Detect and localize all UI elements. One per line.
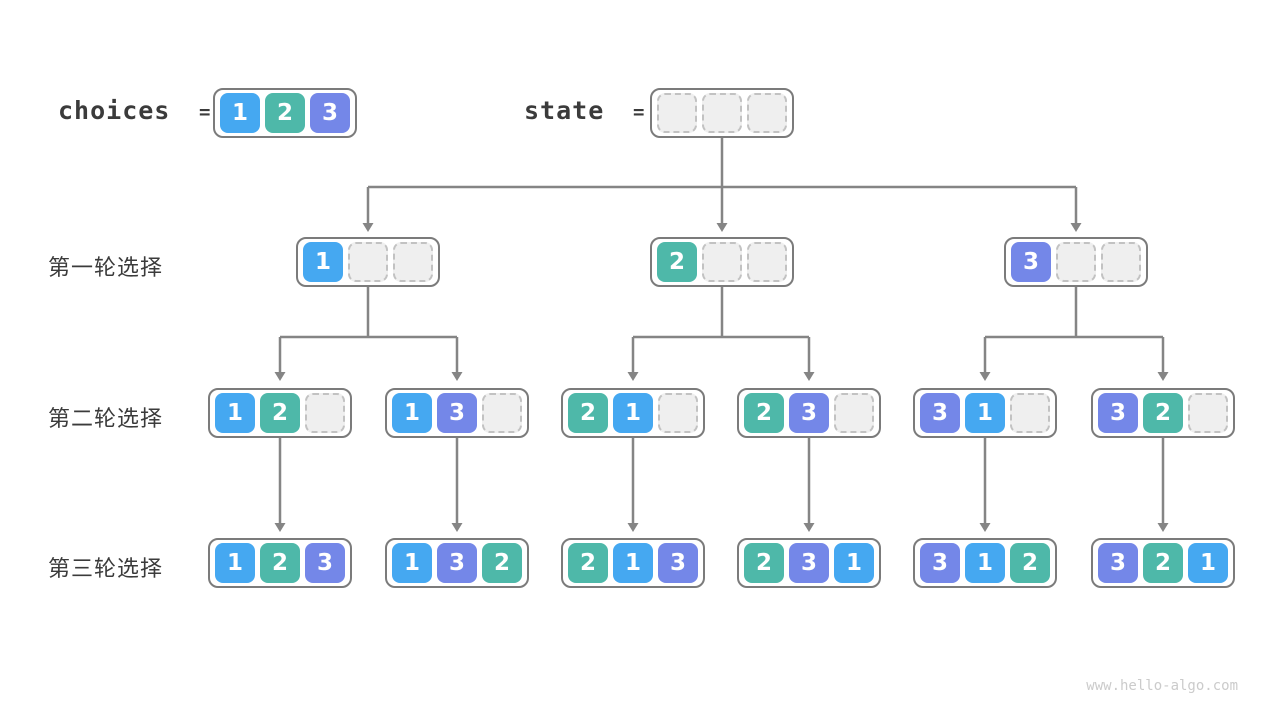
empty-slot <box>658 393 698 433</box>
choice-cell-1: 1 <box>965 393 1005 433</box>
choices-label: choices <box>58 96 171 125</box>
empty-slot <box>702 242 742 282</box>
choices-equals-sign: = <box>199 101 211 123</box>
choice-cell-2: 2 <box>260 393 300 433</box>
round-2-row-label: 第二轮选择 <box>48 406 164 431</box>
empty-slot <box>747 242 787 282</box>
choice-cell-1: 1 <box>392 393 432 433</box>
choice-cell-3: 3 <box>789 543 829 583</box>
choice-cell-1: 1 <box>215 393 255 433</box>
empty-slot <box>702 93 742 133</box>
choice-cell-1: 1 <box>220 93 260 133</box>
choice-cell-2: 2 <box>265 93 305 133</box>
choice-cell-3: 3 <box>437 393 477 433</box>
choice-cell-1: 1 <box>215 543 255 583</box>
state-equals-sign: = <box>633 101 645 123</box>
state-node-round1-1: 1 <box>296 237 440 287</box>
choice-cell-3: 3 <box>658 543 698 583</box>
choice-cell-3: 3 <box>789 393 829 433</box>
empty-slot <box>747 93 787 133</box>
choice-cell-2: 2 <box>744 393 784 433</box>
choice-cell-1: 1 <box>834 543 874 583</box>
choice-cell-1: 1 <box>1188 543 1228 583</box>
choice-cell-2: 2 <box>1143 393 1183 433</box>
choice-cell-1: 1 <box>965 543 1005 583</box>
choice-cell-3: 3 <box>305 543 345 583</box>
choice-cell-1: 1 <box>392 543 432 583</box>
empty-slot <box>1010 393 1050 433</box>
state-label: state <box>524 96 605 125</box>
empty-slot <box>657 93 697 133</box>
choice-cell-3: 3 <box>1011 242 1051 282</box>
choice-cell-2: 2 <box>657 242 697 282</box>
state-node-round1-3: 3 <box>1004 237 1148 287</box>
choice-cell-2: 2 <box>260 543 300 583</box>
choice-cell-1: 1 <box>303 242 343 282</box>
empty-slot <box>305 393 345 433</box>
choice-cell-3: 3 <box>1098 393 1138 433</box>
choice-cell-3: 3 <box>1098 543 1138 583</box>
choice-cell-2: 2 <box>1010 543 1050 583</box>
choice-cell-2: 2 <box>1143 543 1183 583</box>
empty-slot <box>1101 242 1141 282</box>
empty-slot <box>1056 242 1096 282</box>
state-node-round1-2: 2 <box>650 237 794 287</box>
choice-cell-2: 2 <box>568 543 608 583</box>
round-1-row-label: 第一轮选择 <box>48 255 164 280</box>
choice-cell-1: 1 <box>613 393 653 433</box>
choice-cell-3: 3 <box>920 393 960 433</box>
choice-cell-2: 2 <box>568 393 608 433</box>
choice-cell-3: 3 <box>310 93 350 133</box>
empty-slot <box>834 393 874 433</box>
state-array <box>650 88 794 138</box>
watermark: www.hello-algo.com <box>1086 678 1238 694</box>
choice-cell-2: 2 <box>744 543 784 583</box>
empty-slot <box>348 242 388 282</box>
empty-slot <box>1188 393 1228 433</box>
choice-cell-3: 3 <box>920 543 960 583</box>
choice-cell-2: 2 <box>482 543 522 583</box>
round-3-row-label: 第三轮选择 <box>48 556 164 581</box>
empty-slot <box>482 393 522 433</box>
choice-cell-3: 3 <box>437 543 477 583</box>
choice-cell-1: 1 <box>613 543 653 583</box>
empty-slot <box>393 242 433 282</box>
